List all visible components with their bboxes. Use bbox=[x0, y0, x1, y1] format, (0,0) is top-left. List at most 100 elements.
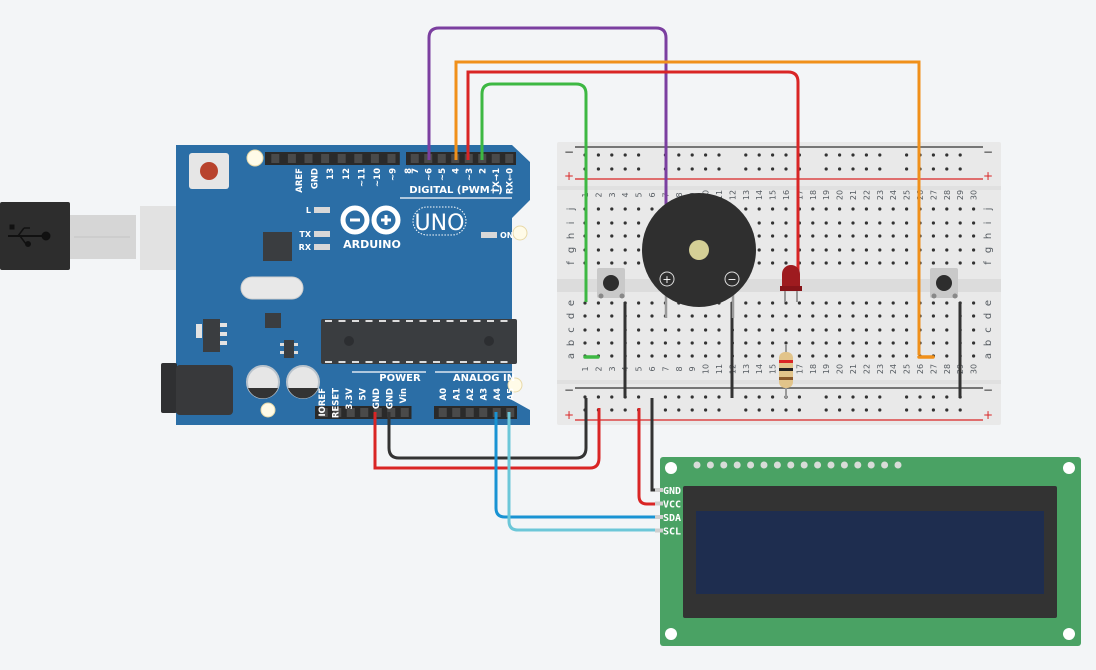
header-pin[interactable] bbox=[360, 408, 369, 417]
column-label: 28 bbox=[943, 190, 952, 200]
lcd-header-pin bbox=[733, 461, 741, 469]
small-transistor bbox=[280, 340, 298, 358]
red-led[interactable] bbox=[780, 265, 802, 302]
header-pin[interactable] bbox=[373, 408, 382, 417]
led-l: L bbox=[306, 206, 330, 215]
svg-text:TX: TX bbox=[299, 230, 311, 239]
column-label: 23 bbox=[876, 190, 885, 200]
green-wire[interactable] bbox=[480, 82, 588, 302]
header-pin[interactable] bbox=[370, 154, 379, 163]
reset-button[interactable] bbox=[189, 153, 229, 189]
column-label: 9 bbox=[688, 366, 697, 371]
uno-badge: UNO bbox=[412, 206, 467, 236]
header-pin[interactable] bbox=[271, 154, 280, 163]
column-label: 5 bbox=[635, 192, 644, 197]
resistor[interactable] bbox=[779, 344, 793, 398]
red-wire-5v[interactable] bbox=[373, 408, 601, 470]
lcd-header-pin bbox=[747, 461, 755, 469]
column-label: 6 bbox=[648, 192, 657, 197]
mount-hole bbox=[507, 377, 523, 393]
svg-text:RX: RX bbox=[299, 243, 312, 252]
header-pin[interactable] bbox=[333, 408, 342, 417]
rail-plus-label: + bbox=[564, 408, 574, 422]
lightblue-wire-scl[interactable] bbox=[507, 412, 660, 532]
column-label: 15 bbox=[769, 364, 778, 374]
mount-hole bbox=[1063, 462, 1075, 474]
blue-wire-sda[interactable] bbox=[494, 412, 660, 519]
usb-chip bbox=[263, 232, 292, 261]
header-pin[interactable] bbox=[438, 408, 447, 417]
header-pin[interactable] bbox=[387, 154, 396, 163]
column-label: 24 bbox=[889, 190, 898, 200]
usb-icon bbox=[8, 224, 51, 247]
header-pin[interactable] bbox=[465, 408, 474, 417]
header-pin[interactable] bbox=[319, 408, 328, 417]
rail-plus-label: + bbox=[564, 169, 574, 183]
column-label: 2 bbox=[594, 366, 603, 371]
header-pin[interactable] bbox=[491, 154, 500, 163]
mount-hole bbox=[246, 149, 264, 167]
push-button-2[interactable] bbox=[930, 268, 958, 299]
header-pin[interactable] bbox=[505, 154, 514, 163]
row-label: j bbox=[983, 208, 994, 212]
row-label: d bbox=[983, 313, 994, 319]
plus-icon: + bbox=[659, 271, 675, 287]
header-pin[interactable] bbox=[346, 408, 355, 417]
header-pin[interactable] bbox=[321, 154, 330, 163]
column-label: 17 bbox=[795, 364, 804, 374]
header-pin[interactable] bbox=[387, 408, 396, 417]
lcd-header-pin bbox=[787, 461, 795, 469]
header-pin[interactable] bbox=[400, 408, 409, 417]
purple-wire[interactable] bbox=[427, 26, 668, 205]
voltage-regulator bbox=[196, 319, 227, 352]
column-label: 16 bbox=[782, 190, 791, 200]
pin-label: 13 bbox=[326, 168, 336, 180]
power-jack[interactable] bbox=[161, 363, 233, 415]
red-wire-led[interactable] bbox=[466, 70, 800, 276]
pin-label: A5 bbox=[507, 388, 517, 401]
black-wire-gnd[interactable] bbox=[387, 398, 588, 460]
svg-text:ARDUINO: ARDUINO bbox=[343, 238, 401, 251]
header-pin[interactable] bbox=[410, 154, 419, 163]
mount-hole bbox=[512, 225, 528, 241]
row-label: d bbox=[566, 313, 577, 319]
pin-label: AREF bbox=[295, 168, 305, 193]
digital-header-left bbox=[265, 152, 400, 165]
header-pin[interactable] bbox=[354, 154, 363, 163]
pin-label: ~3 bbox=[465, 168, 475, 181]
column-label: 23 bbox=[876, 364, 885, 374]
orange-wire[interactable] bbox=[454, 60, 921, 355]
header-pin[interactable] bbox=[452, 408, 461, 417]
column-label: 6 bbox=[648, 366, 657, 371]
lcd-pin-label-sda: SDA bbox=[663, 513, 681, 524]
column-label: 27 bbox=[929, 190, 938, 200]
rail-minus-label: − bbox=[564, 383, 574, 397]
column-label: 13 bbox=[742, 364, 751, 374]
column-label: 28 bbox=[943, 364, 952, 374]
rail-minus-label: − bbox=[564, 145, 574, 159]
header-pin[interactable] bbox=[287, 154, 296, 163]
pin-label: A1 bbox=[453, 388, 463, 401]
header-pin[interactable] bbox=[304, 154, 313, 163]
lcd-header-pin bbox=[881, 461, 889, 469]
column-label: 30 bbox=[970, 364, 979, 374]
red-wire-lcd[interactable] bbox=[637, 408, 660, 506]
pin-label: A3 bbox=[480, 388, 490, 401]
pin-label: RX←0 bbox=[506, 168, 516, 194]
header-pin[interactable] bbox=[437, 154, 446, 163]
mount-hole bbox=[665, 628, 677, 640]
header-pin[interactable] bbox=[337, 154, 346, 163]
header-pin[interactable] bbox=[479, 408, 488, 417]
usb-cable[interactable] bbox=[0, 202, 136, 270]
lcd-screen bbox=[696, 511, 1044, 594]
row-label: i bbox=[983, 222, 994, 225]
piezo-buzzer[interactable]: + − bbox=[642, 193, 756, 318]
push-button-1[interactable] bbox=[597, 268, 625, 299]
column-label: 4 bbox=[621, 192, 630, 197]
analog-in-label: ANALOG IN bbox=[453, 373, 515, 384]
column-label: 12 bbox=[728, 190, 737, 200]
